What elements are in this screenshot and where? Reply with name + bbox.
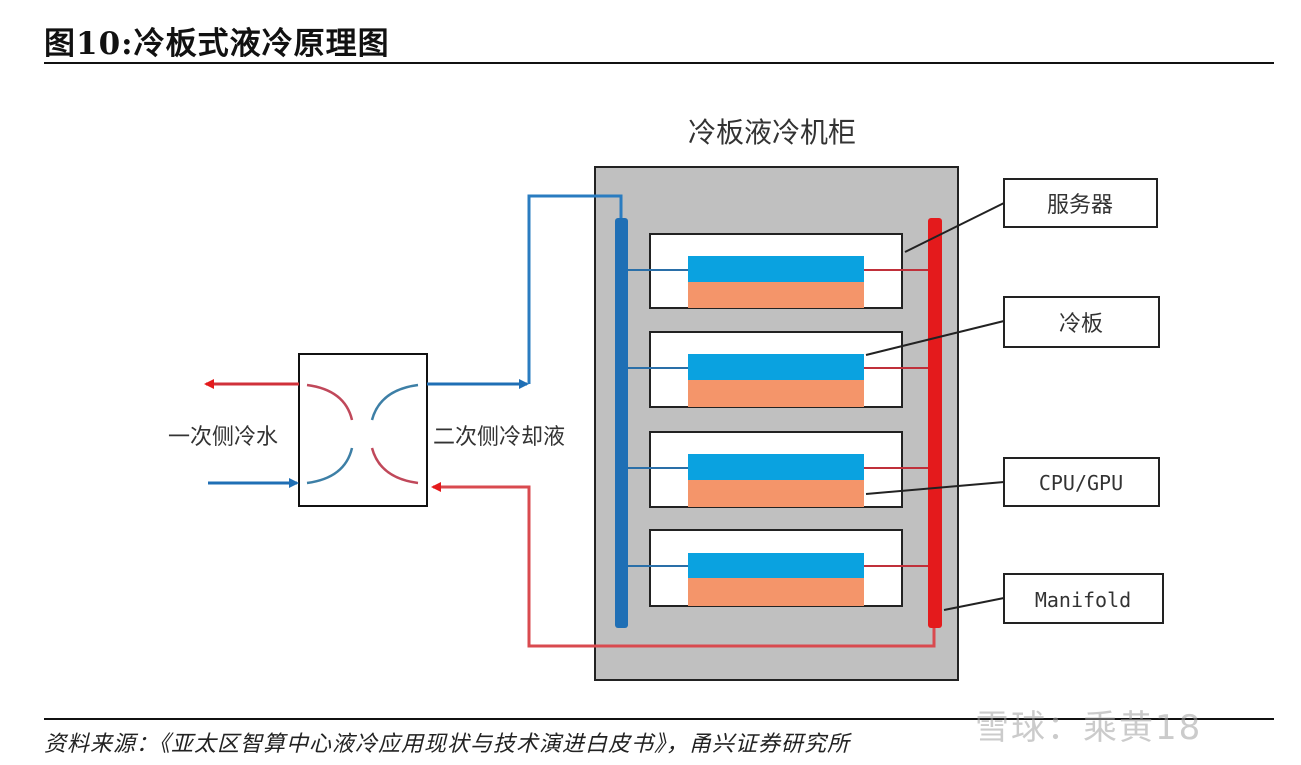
svg-text:Manifold: Manifold	[1035, 588, 1131, 612]
primary-side-label: 一次侧冷水	[168, 425, 278, 450]
secondary-side-label: 二次侧冷却液	[433, 425, 565, 450]
server-2	[628, 331, 928, 408]
callout-cold-plate: 冷板	[1003, 296, 1160, 348]
source-divider	[44, 718, 1274, 720]
figure-title: 图10:冷板式液冷原理图	[44, 26, 390, 62]
figure-source: 资料来源：《亚太区智算中心液冷应用现状与技术演进白皮书》，甬兴证券研究所	[44, 732, 851, 757]
cpu-gpu-chip	[688, 380, 864, 407]
exchanger-cold-curve-top	[370, 383, 419, 421]
callout-leader-cpu-gpu	[865, 481, 1005, 495]
server-1	[628, 233, 928, 309]
heat-exchanger	[298, 353, 428, 507]
secondary-cold-supply-pipe	[527, 194, 623, 384]
server-3	[628, 431, 928, 508]
cold-manifold	[615, 218, 628, 628]
callout-server: 服务器	[1003, 178, 1158, 228]
title-divider	[44, 62, 1274, 64]
cabinet-title: 冷板液冷机柜	[688, 116, 856, 149]
cpu-gpu-chip	[688, 282, 864, 308]
cold-plate	[688, 553, 864, 578]
exchanger-cold-curve-bottom	[306, 447, 354, 485]
svg-text:CPU/GPU: CPU/GPU	[1039, 471, 1123, 495]
callout-leader-cold-plate	[865, 320, 1005, 356]
svg-text:冷板: 冷板	[1059, 312, 1103, 337]
exchanger-hot-curve-bottom	[370, 447, 419, 485]
svg-text:服务器: 服务器	[1047, 193, 1113, 218]
callout-cpu-gpu: CPU/GPU	[1003, 457, 1160, 507]
cold-plate	[688, 454, 864, 480]
callout-leader-server	[904, 202, 1005, 253]
cpu-gpu-chip	[688, 480, 864, 507]
secondary-hot-return-pipe	[431, 482, 936, 648]
exchanger-hot-curve-top	[306, 383, 354, 421]
watermark: 雪球：乘黄18	[975, 708, 1203, 748]
cpu-gpu-chip	[688, 578, 864, 606]
cold-plate	[688, 256, 864, 282]
cold-plate	[688, 354, 864, 380]
hot-manifold	[928, 218, 942, 628]
callout-leader-manifold	[943, 597, 1005, 611]
callout-manifold: Manifold	[1003, 573, 1164, 624]
server-4	[628, 529, 928, 607]
